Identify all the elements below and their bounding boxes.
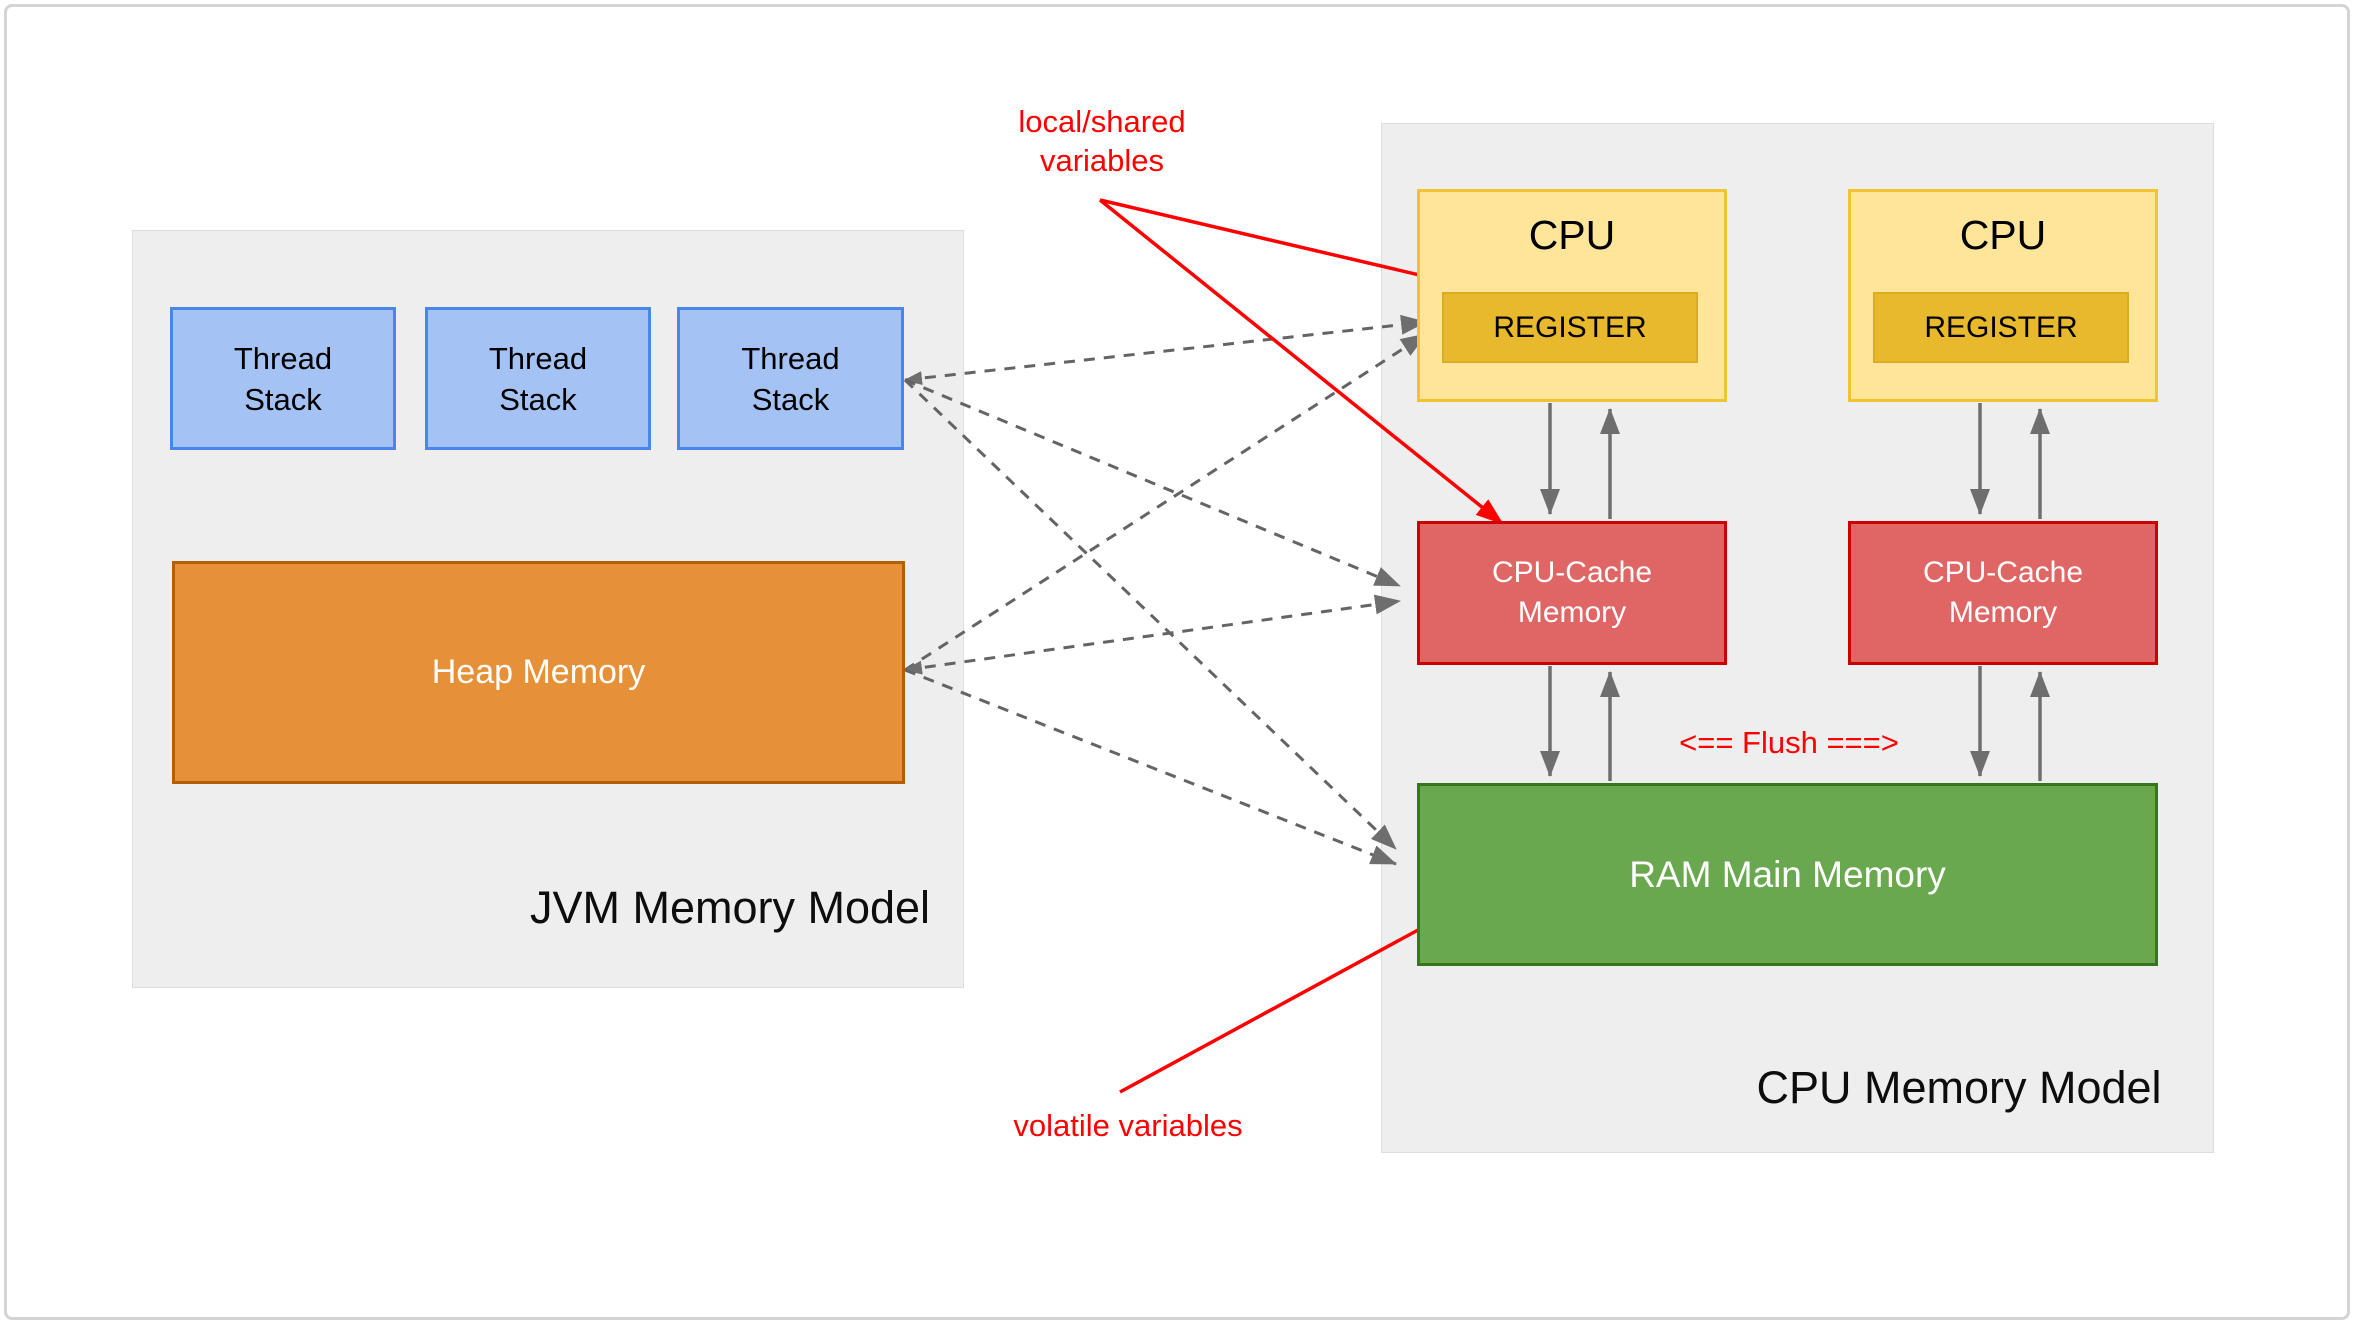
register-label: REGISTER bbox=[1493, 310, 1647, 344]
flush-annotation: <== Flush ===> bbox=[1679, 725, 1899, 760]
cpu-box-2: CPU REGISTER bbox=[1848, 189, 2158, 402]
thread-stack-box-1: Thread Stack bbox=[170, 307, 396, 450]
jvm-panel-title: JVM Memory Model bbox=[529, 882, 931, 933]
ram-main-memory-box: RAM Main Memory bbox=[1417, 783, 2158, 966]
register-label: REGISTER bbox=[1924, 310, 2078, 344]
cpu-cache-box-1: CPU-Cache Memory bbox=[1417, 521, 1727, 665]
register-box: REGISTER bbox=[1442, 292, 1698, 363]
local-shared-variables-annotation: local/shared variables bbox=[952, 102, 1252, 180]
local-shared-variables-label: local/shared variables bbox=[1018, 104, 1186, 178]
cpu-cache-label: CPU-Cache Memory bbox=[1491, 556, 1653, 629]
thread-stack-label: Thread Stack bbox=[488, 340, 588, 417]
cpu-panel-title: CPU Memory Model bbox=[1756, 1062, 2162, 1113]
cpu-box-1: CPU REGISTER bbox=[1417, 189, 1727, 402]
heap-memory-label: Heap Memory bbox=[431, 653, 646, 691]
thread-stack-label: Thread Stack bbox=[233, 340, 333, 417]
thread-stack-box-2: Thread Stack bbox=[425, 307, 651, 450]
thread-stack-label: Thread Stack bbox=[741, 340, 840, 417]
cpu-cache-label: CPU-Cache Memory bbox=[1922, 556, 2084, 629]
heap-memory-box: Heap Memory bbox=[172, 561, 905, 784]
canvas-border bbox=[4, 4, 2350, 1320]
thread-stack-box-3: Thread Stack bbox=[677, 307, 904, 450]
register-box: REGISTER bbox=[1873, 292, 2129, 363]
volatile-variables-annotation: volatile variables bbox=[1013, 1108, 1243, 1143]
cpu-title: CPU bbox=[1959, 212, 2047, 258]
ram-label: RAM Main Memory bbox=[1629, 853, 1946, 895]
cpu-title: CPU bbox=[1528, 212, 1616, 258]
cpu-cache-box-2: CPU-Cache Memory bbox=[1848, 521, 2158, 665]
